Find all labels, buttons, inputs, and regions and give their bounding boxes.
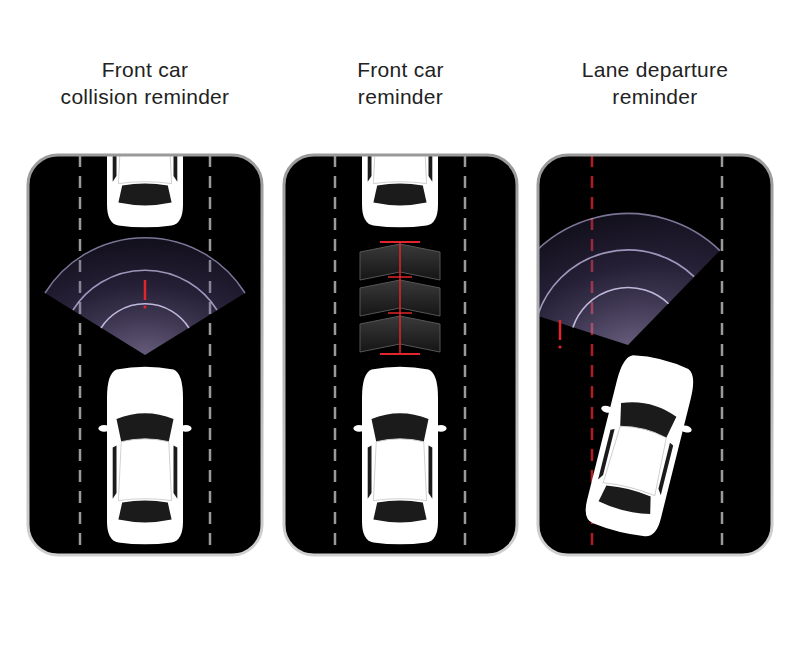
panel-title: Front car reminder [341,56,461,110]
panel-title: Lane departure reminder [575,56,735,110]
scenario-panel: Front car collision reminder [28,155,262,555]
panel-title: Front car collision reminder [45,56,245,110]
scenario-panel: Lane departure reminder [538,155,772,555]
scenario-panel: Front car reminder [284,155,517,555]
